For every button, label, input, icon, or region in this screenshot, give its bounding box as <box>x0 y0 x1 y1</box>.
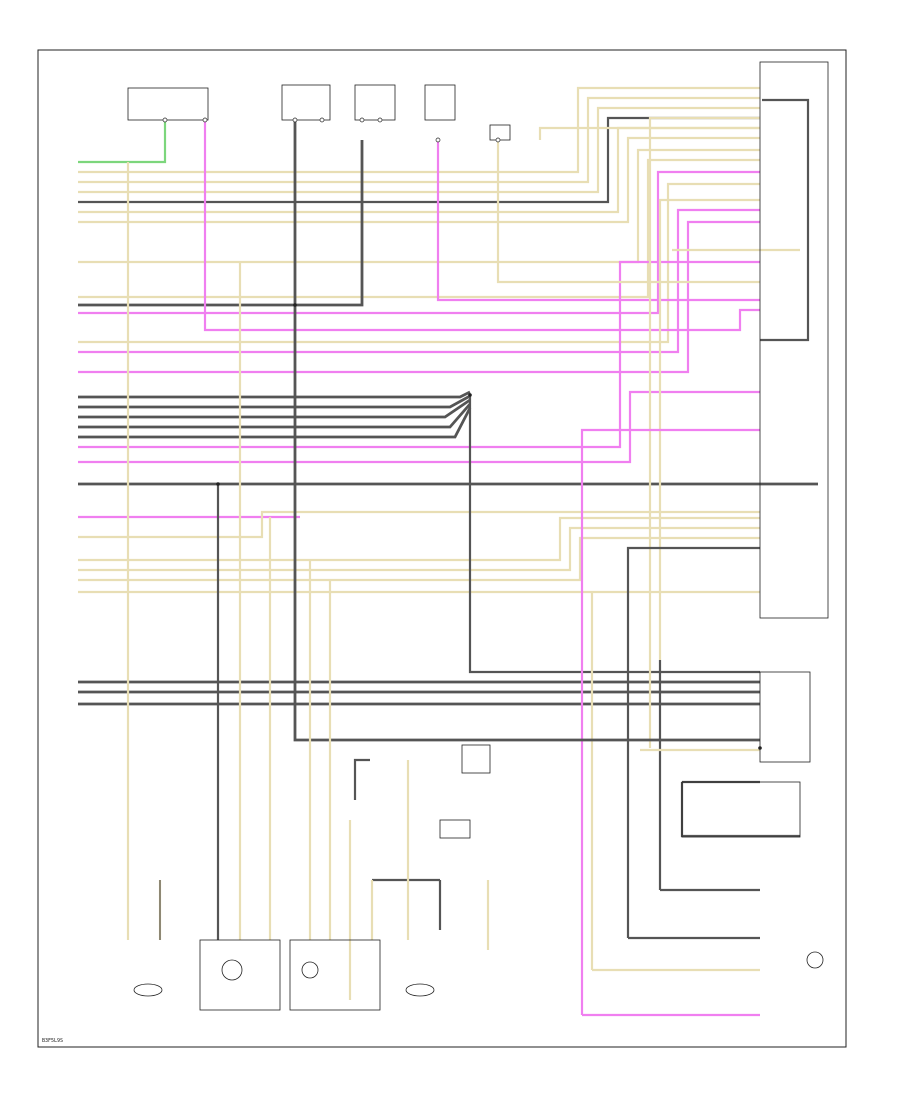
figure-code: B3F5L9S <box>42 1038 63 1044</box>
lower-box-1 <box>199 939 281 1011</box>
splice-points <box>216 303 762 750</box>
component-box-1 <box>127 87 209 121</box>
component-box-3 <box>354 84 396 121</box>
relay-box-bottom <box>439 819 471 839</box>
left-lamp <box>133 983 163 997</box>
module-box-bottom <box>681 781 801 838</box>
bottom-right-lamp <box>806 951 824 969</box>
module-box-main <box>759 61 829 619</box>
component-box-5 <box>489 124 511 141</box>
lower-lamp-1 <box>221 959 243 981</box>
relay-box-top <box>461 744 491 774</box>
component-box-2 <box>281 84 331 121</box>
component-box-4 <box>424 84 456 121</box>
lower-box-2 <box>289 939 381 1011</box>
wire-bundle-left <box>78 86 818 706</box>
right-module <box>681 61 829 969</box>
bottom-components <box>133 744 491 1011</box>
lower-lamp-2 <box>301 961 319 979</box>
mid-lamp <box>405 983 435 997</box>
module-box-lower <box>759 671 811 763</box>
wire-bundle-right <box>203 98 810 1017</box>
wire-bundle-bottom <box>126 120 760 1000</box>
diagram-frame <box>37 49 847 1048</box>
top-components <box>127 84 511 143</box>
